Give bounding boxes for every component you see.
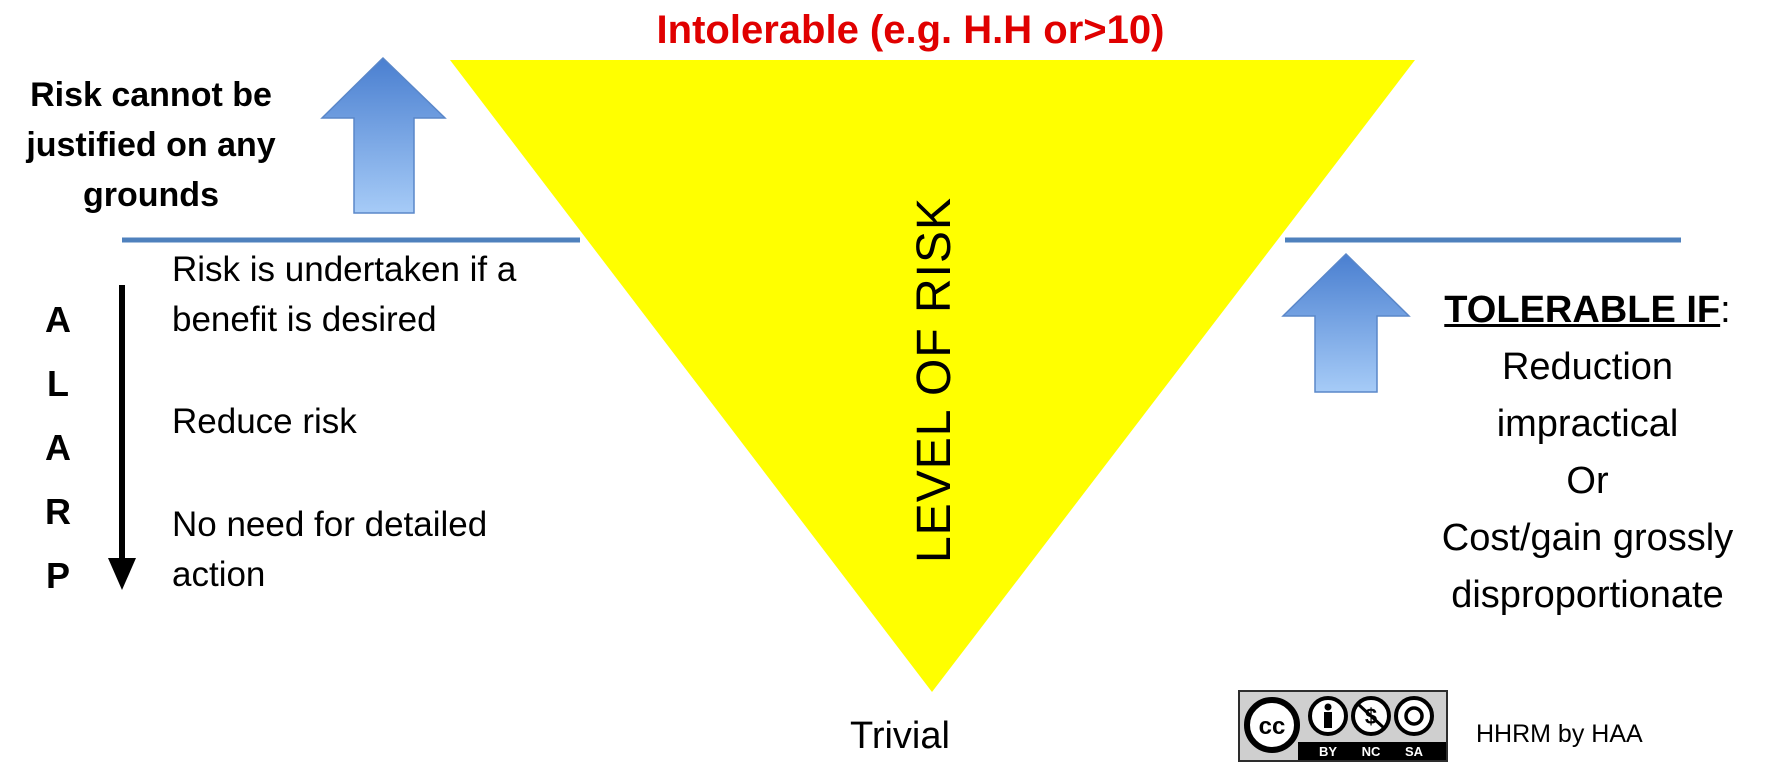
tolerable-if-panel: TOLERABLE IF: Reduction impractical Or C…: [1410, 282, 1765, 624]
alarp-item-line: action: [172, 555, 266, 594]
tolerable-heading: TOLERABLE IF:: [1410, 282, 1765, 339]
alarp-item-line: Reduce risk: [172, 402, 357, 441]
cc-logo-text: cc: [1259, 713, 1286, 740]
note-line: justified on any: [26, 126, 276, 164]
tolerable-line: Reduction: [1501, 346, 1674, 388]
level-of-risk-text: LEVEL OF RISK: [908, 196, 961, 564]
alarp-label: A L A R P: [38, 288, 78, 608]
risk-unjustifiable-note: Risk cannot be justified on any grounds: [6, 70, 296, 220]
cc-license-badge: cc $ BY NC SA: [1238, 690, 1448, 762]
intolerable-title: Intolerable (e.g. H.H or>10): [656, 8, 1165, 52]
cc-nc-label: NC: [1362, 744, 1381, 759]
alarp-item-benefit: Risk is undertaken if a benefit is desir…: [172, 245, 592, 345]
cc-by-label: BY: [1319, 744, 1337, 759]
cc-logo-icon: [1244, 697, 1300, 753]
tolerable-line: disproportionate: [1451, 574, 1724, 616]
alarp-item-no-action: No need for detailed action: [172, 500, 592, 600]
alarp-letter: A: [45, 299, 71, 340]
note-line: grounds: [83, 176, 219, 214]
trivial-label: Trivial: [850, 715, 950, 757]
down-arrow-icon: [108, 558, 136, 590]
tolerable-line: Or: [1566, 460, 1609, 502]
tolerable-line: impractical: [1496, 403, 1679, 445]
alarp-item-line: Risk is undertaken if a: [172, 250, 517, 289]
up-arrow-icon: [320, 56, 447, 214]
alarp-item-line: No need for detailed: [172, 505, 488, 544]
alarp-letter: L: [47, 363, 69, 404]
risk-triangle: [450, 60, 1415, 692]
license-attribution-text: HHRM by HAA: [1476, 720, 1643, 748]
tolerable-heading-colon: :: [1720, 289, 1731, 331]
share-alike-icon: [1394, 696, 1434, 736]
up-arrow-icon: [1281, 252, 1411, 393]
tolerable-line: Cost/gain grossly: [1441, 517, 1734, 559]
tolerable-heading-text: TOLERABLE IF: [1444, 289, 1721, 331]
cc-badge-graphic: cc $ BY NC SA: [1240, 692, 1446, 760]
alarp-item-line: benefit is desired: [172, 300, 437, 339]
alarp-letter: A: [45, 427, 71, 468]
cc-sa-label: SA: [1405, 744, 1424, 759]
alarp-item-reduce: Reduce risk: [172, 397, 592, 447]
note-line: Risk cannot be: [30, 76, 272, 114]
alarp-letter: R: [45, 491, 71, 532]
alarp-letter: P: [45, 555, 70, 596]
